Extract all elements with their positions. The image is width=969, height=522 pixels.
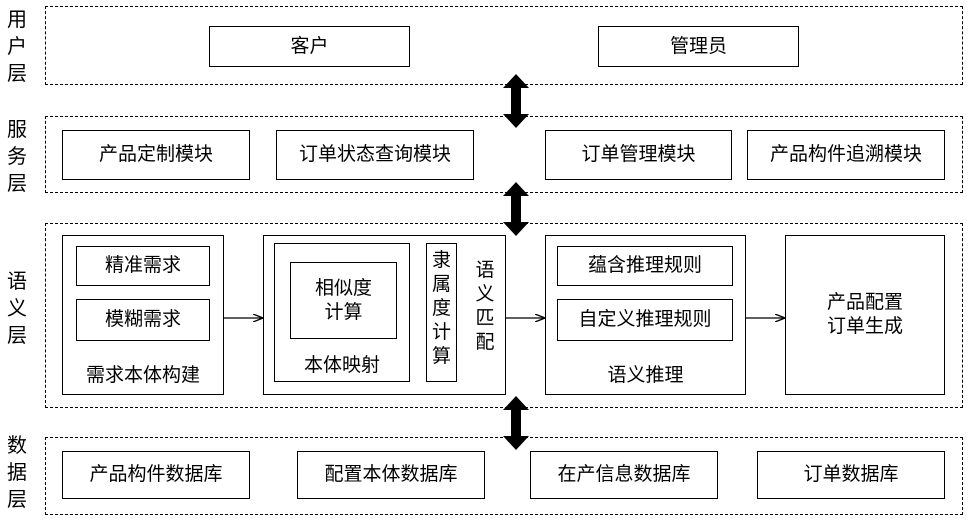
product-customization-module: 产品定制模块	[62, 130, 250, 180]
similarity-calculation-box: 相似度 计算	[290, 262, 397, 339]
user-layer-label: 用 户 层	[4, 6, 30, 87]
fuzzy-requirement-box: 模糊需求	[76, 299, 210, 341]
user-layer	[45, 6, 963, 85]
product-component-tracing-module: 产品构件追溯模块	[747, 130, 945, 180]
product-component-database: 产品构件数据库	[62, 451, 250, 499]
administrator-box: 管理员	[598, 26, 799, 67]
requirement-ontology-caption: 需求本体构建	[62, 360, 224, 387]
order-database: 订单数据库	[757, 451, 945, 499]
semantic-layer-label: 语 义 层	[4, 268, 30, 349]
implication-reasoning-rules-box: 蕴含推理规则	[557, 246, 733, 286]
semantic-reasoning-caption: 语义推理	[545, 360, 746, 387]
production-info-database: 在产信息数据库	[530, 451, 718, 499]
membership-degree-calculation-box: 隶 属 度 计 算	[426, 243, 457, 382]
order-management-module: 订单管理模块	[545, 130, 732, 180]
semantic-matching-caption: 语 义 匹 配	[470, 258, 500, 354]
product-configuration-order-generation-box: 产品配置 订单生成	[785, 235, 945, 395]
service-layer-label: 服 务 层	[4, 116, 30, 197]
configuration-ontology-database: 配置本体数据库	[297, 451, 485, 499]
data-layer-label: 数 据 层	[4, 432, 30, 513]
customer-box: 客户	[209, 26, 410, 67]
ontology-mapping-caption: 本体映射	[274, 350, 410, 377]
custom-reasoning-rules-box: 自定义推理规则	[557, 299, 733, 341]
precise-requirement-box: 精准需求	[76, 246, 210, 286]
order-status-query-module: 订单状态查询模块	[276, 130, 474, 180]
